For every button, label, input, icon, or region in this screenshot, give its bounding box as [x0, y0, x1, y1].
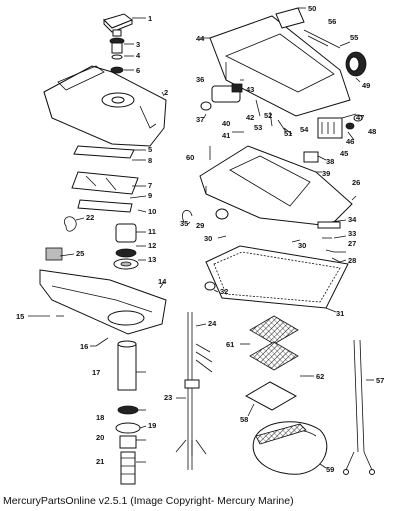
callout-32: 32 [220, 287, 228, 296]
part-bushing [215, 208, 229, 220]
part-grip [275, 7, 305, 29]
callout-58: 58 [240, 415, 248, 424]
part-motor [345, 51, 367, 77]
callout-11: 11 [148, 227, 156, 236]
callout-30b: 30 [298, 241, 306, 250]
callout-48: 48 [368, 127, 376, 136]
callout-51: 51 [284, 129, 292, 138]
leader-lines [28, 7, 374, 469]
callout-56: 56 [328, 17, 336, 26]
part-rod [303, 29, 341, 49]
callout-18: 18 [96, 413, 104, 422]
part-rod-2 [307, 35, 329, 47]
part-upper-cowl [209, 15, 351, 117]
callout-14: 14 [158, 277, 167, 286]
callout-46: 46 [346, 137, 354, 146]
callout-31: 31 [336, 309, 344, 318]
callout-33: 33 [348, 229, 356, 238]
callout-37: 37 [196, 115, 204, 124]
callout-17: 17 [92, 368, 100, 377]
callout-62: 62 [316, 372, 324, 381]
callout-34: 34 [348, 215, 357, 224]
callout-30a: 30 [204, 234, 212, 243]
part-screw-2 [95, 337, 109, 347]
callout-10: 10 [148, 207, 156, 216]
callout-5: 5 [148, 145, 152, 154]
callout-29: 29 [196, 221, 204, 230]
callout-8: 8 [148, 156, 152, 165]
callout-28: 28 [348, 256, 356, 265]
callout-20: 20 [96, 433, 104, 442]
callout-44: 44 [196, 34, 205, 43]
part-lead-cable [343, 339, 375, 475]
part-grommet [204, 281, 216, 291]
callout-3: 3 [136, 40, 140, 49]
callout-40: 40 [222, 119, 230, 128]
callout-6: 6 [136, 66, 140, 75]
part-tube [117, 340, 137, 391]
part-base-housing [39, 269, 167, 335]
part-cable-bundle [175, 312, 213, 470]
callout-60: 60 [186, 153, 194, 162]
part-fuse [303, 151, 319, 163]
part-knob-hardware [109, 37, 125, 74]
callout-61: 61 [226, 340, 234, 349]
callout-15: 15 [16, 312, 24, 321]
part-top-cover [43, 65, 167, 147]
callout-7: 7 [148, 181, 152, 190]
callout-45: 45 [340, 149, 348, 158]
part-main-housing [199, 145, 353, 227]
part-lower-bearings [115, 405, 141, 485]
callout-47: 47 [356, 113, 364, 122]
callout-52: 52 [264, 111, 272, 120]
callout-27: 27 [348, 239, 356, 248]
callout-24: 24 [208, 319, 217, 328]
part-switch [200, 83, 243, 111]
callout-22: 22 [86, 213, 94, 222]
callout-43: 43 [246, 85, 254, 94]
callout-26: 26 [352, 178, 360, 187]
callout-39: 39 [322, 169, 330, 178]
callout-1: 1 [148, 14, 152, 23]
callout-23: 23 [164, 393, 172, 402]
part-mesh-pads [249, 315, 299, 371]
callout-labels: 1 2 3 4 5 6 7 8 9 10 11 12 13 14 15 16 1… [16, 4, 384, 474]
callout-59: 59 [326, 465, 334, 474]
callout-16: 16 [80, 342, 88, 351]
callout-4: 4 [136, 51, 141, 60]
part-connector [45, 247, 63, 261]
callout-9: 9 [148, 191, 152, 200]
callout-50: 50 [308, 4, 316, 13]
callout-55: 55 [350, 33, 358, 42]
callout-19: 19 [148, 421, 156, 430]
part-clip [182, 209, 193, 223]
part-small-screws [232, 99, 293, 135]
callout-42: 42 [246, 113, 254, 122]
part-clamp [64, 216, 77, 232]
callout-54: 54 [300, 125, 309, 134]
callout-21: 21 [96, 457, 104, 466]
callout-13: 13 [148, 255, 156, 264]
part-switch-plates [71, 145, 139, 213]
part-plate [244, 381, 298, 411]
callout-36: 36 [196, 75, 204, 84]
part-brackets [317, 221, 341, 263]
callout-49: 49 [362, 81, 370, 90]
part-knob [103, 13, 134, 37]
image-caption: MercuryPartsOnline v2.5.1 (Image Copyrig… [3, 495, 294, 507]
part-switch-stack [113, 223, 139, 270]
callout-2: 2 [164, 88, 168, 97]
callout-38: 38 [326, 157, 334, 166]
callout-35: 35 [180, 219, 188, 228]
callout-12: 12 [148, 241, 156, 250]
callout-25: 25 [76, 249, 84, 258]
part-strap [252, 421, 328, 475]
callout-41: 41 [222, 131, 230, 140]
part-terminal-block [317, 114, 363, 139]
part-screws-30 [217, 235, 301, 243]
callout-53: 53 [254, 123, 262, 132]
callout-57: 57 [376, 376, 384, 385]
part-bottom-plate [205, 245, 349, 309]
